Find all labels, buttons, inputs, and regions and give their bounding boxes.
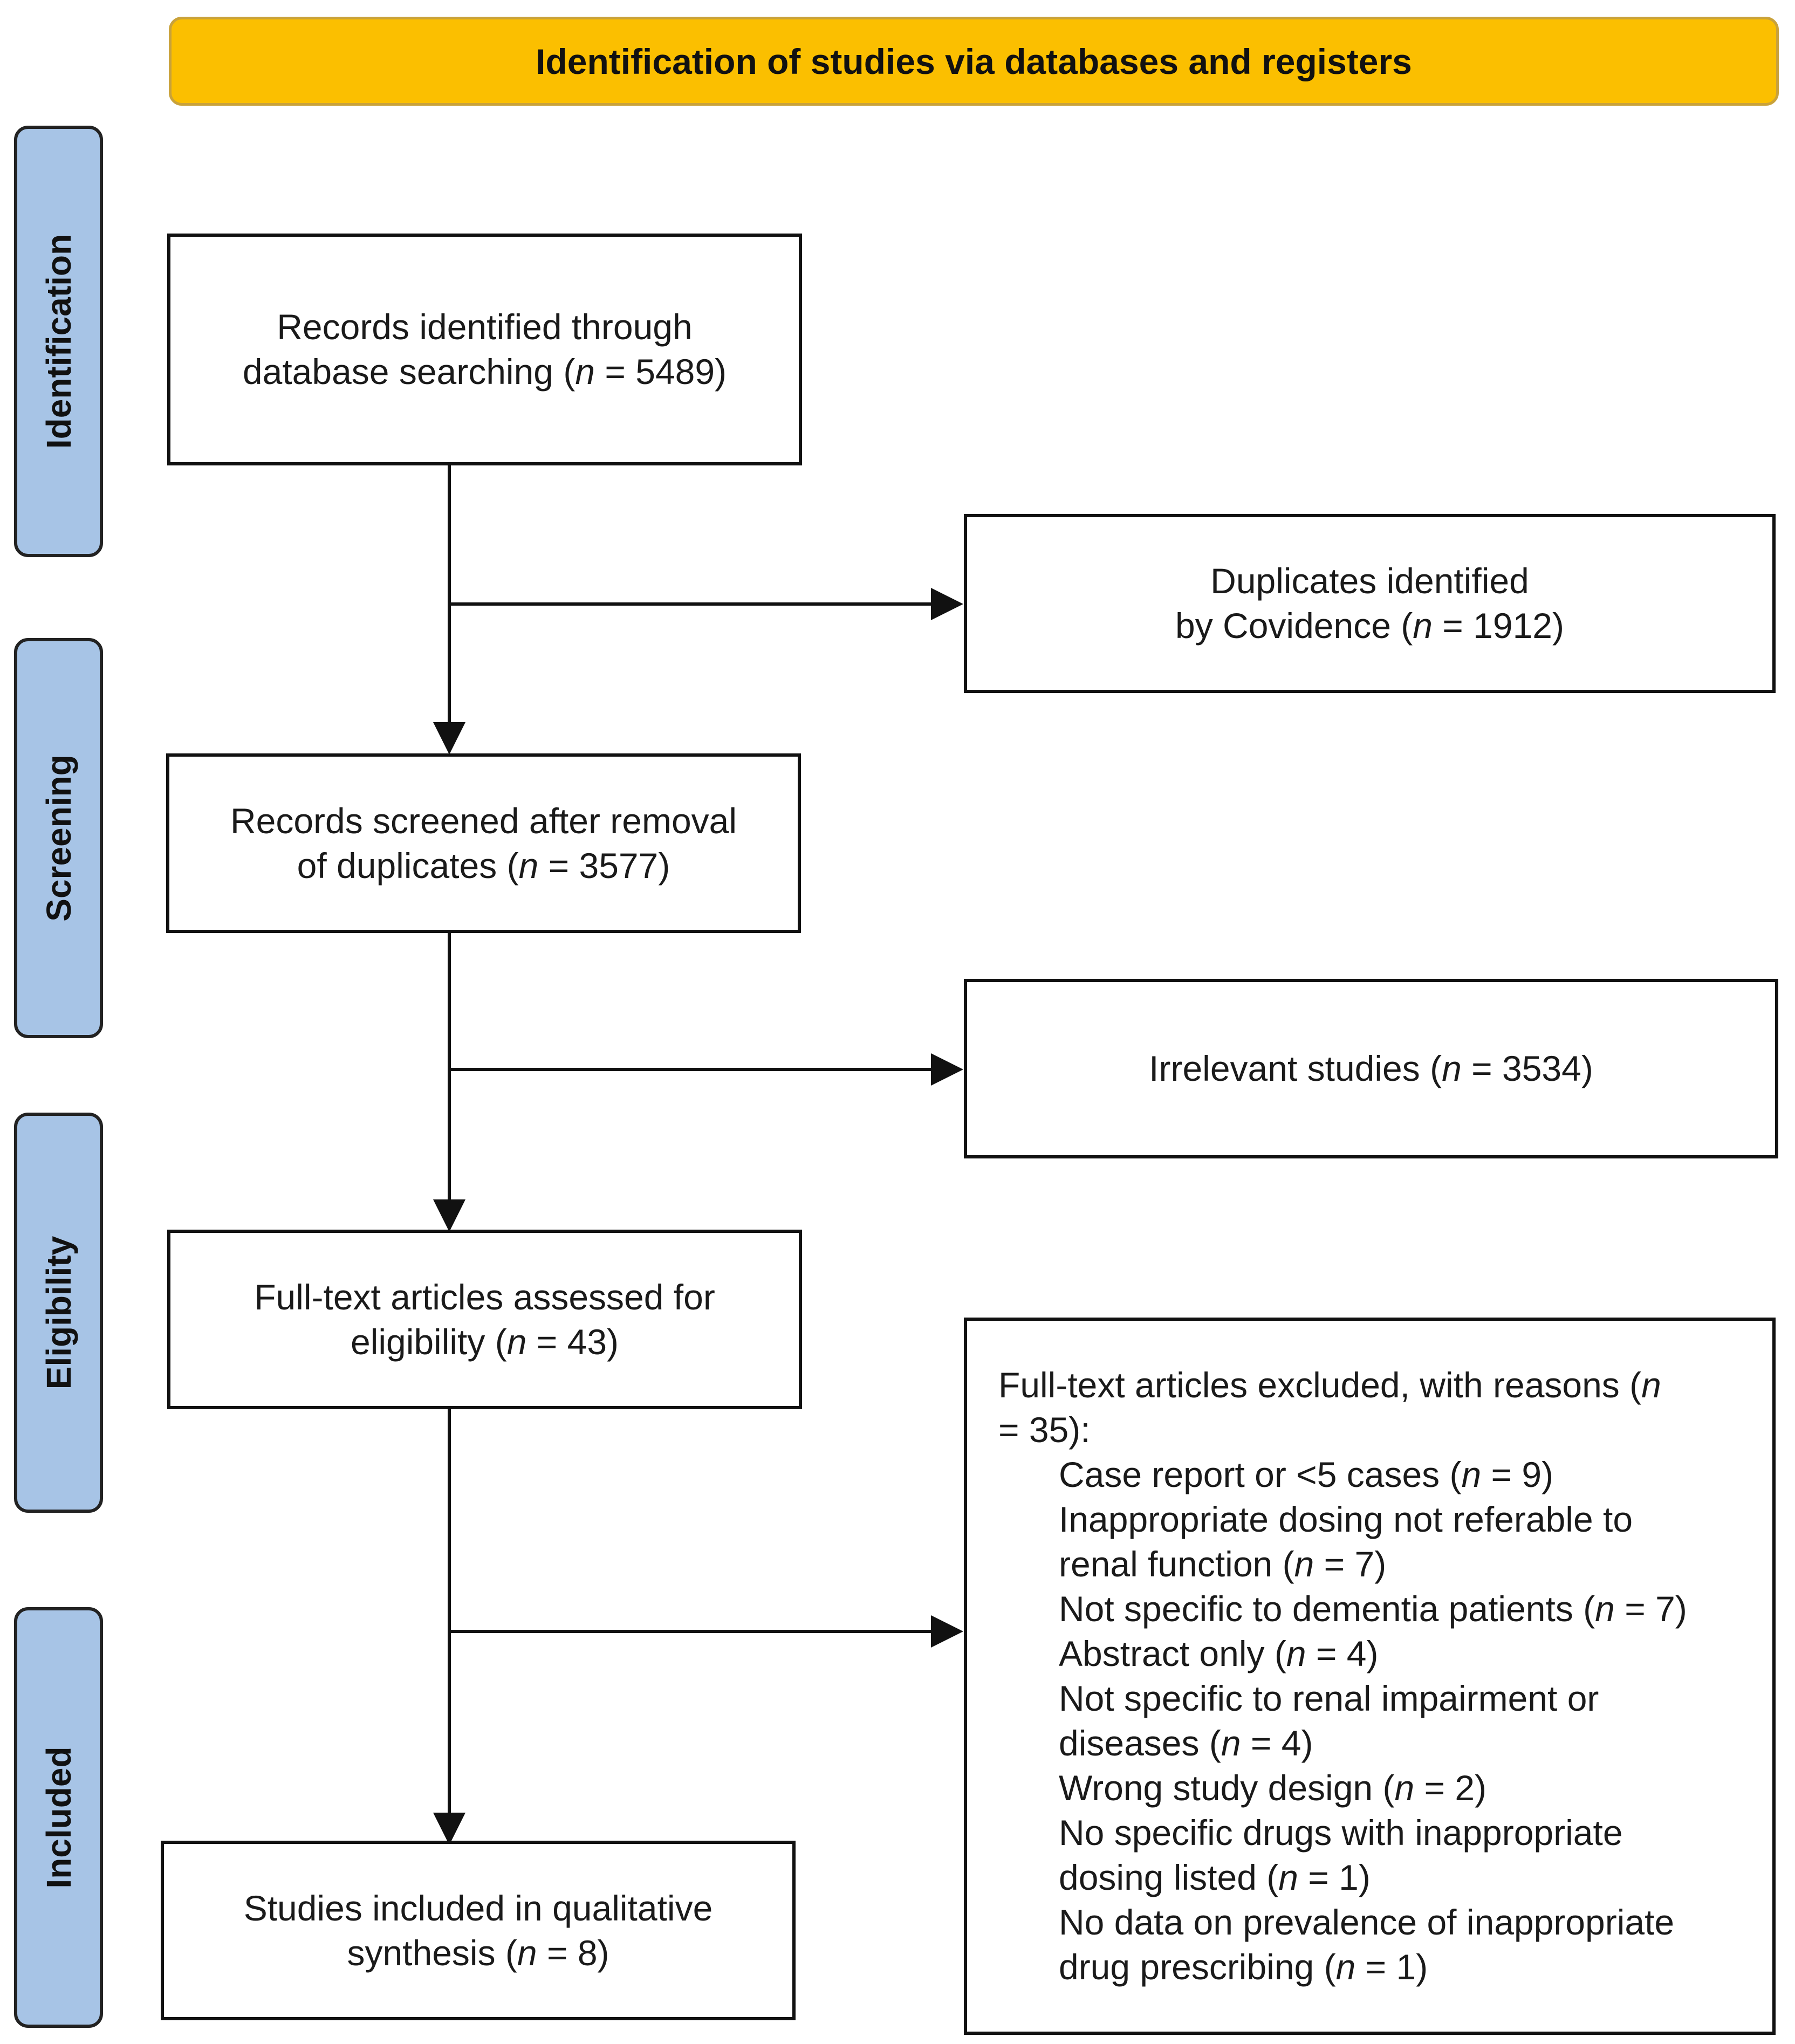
exclusion-reason: Not specific to dementia patients (n = 7… [1059,1589,1687,1629]
exclusion-reason: Abstract only (n = 4) [1059,1634,1379,1673]
exclusion-reason: dosing listed (n = 1) [1059,1857,1371,1897]
box-included: Studies included in qualitative synthesi… [161,1841,796,2020]
box-full-text-assessed: Full-text articles assessed for eligibil… [167,1230,802,1409]
exclusion-reason: No data on prevalence of inappropriate [1059,1902,1675,1942]
box-records-screened: Records screened after removal of duplic… [166,753,801,933]
header-banner: Identification of studies via databases … [169,17,1779,106]
exclusion-reason: Inappropriate dosing not referable to [1059,1499,1633,1539]
included-line1: Studies included in qualitative [243,1888,713,1928]
stage-screening: Screening [14,638,103,1038]
stage-identification: Identification [14,126,103,557]
full-text-assessed-line1: Full-text articles assessed for [254,1277,715,1317]
box-irrelevant: Irrelevant studies (n = 3534) [964,979,1778,1158]
exclusion-reason: diseases (n = 4) [1059,1723,1313,1763]
exclusion-reason: Wrong study design (n = 2) [1059,1768,1487,1808]
box-records-identified: Records identified through database sear… [167,234,802,465]
stage-eligibility: Eligibility [14,1113,103,1513]
box-excluded: Full-text articles excluded, with reason… [964,1318,1776,2035]
header-title: Identification of studies via databases … [536,41,1412,81]
records-screened-line1: Records screened after removal [230,800,737,841]
exclusion-reason: Case report or <5 cases (n = 9) [1059,1455,1554,1494]
exclusion-reason: No specific drugs with inappropriate [1059,1813,1623,1853]
exclusion-reason: drug prescribing (n = 1) [1059,1947,1428,1987]
duplicates-line1: Duplicates identified [1210,561,1529,601]
stage-included: Included [14,1607,103,2028]
records-identified-line1: Records identified through [277,307,693,347]
exclusion-reason: renal function (n = 7) [1059,1544,1387,1584]
box-duplicates: Duplicates identified by Covidence (n = … [964,514,1776,693]
exclusion-reason: Not specific to renal impairment or [1059,1678,1599,1718]
exclusion-reasons-list: Case report or <5 cases (n = 9) Inappropr… [998,1452,1687,1990]
